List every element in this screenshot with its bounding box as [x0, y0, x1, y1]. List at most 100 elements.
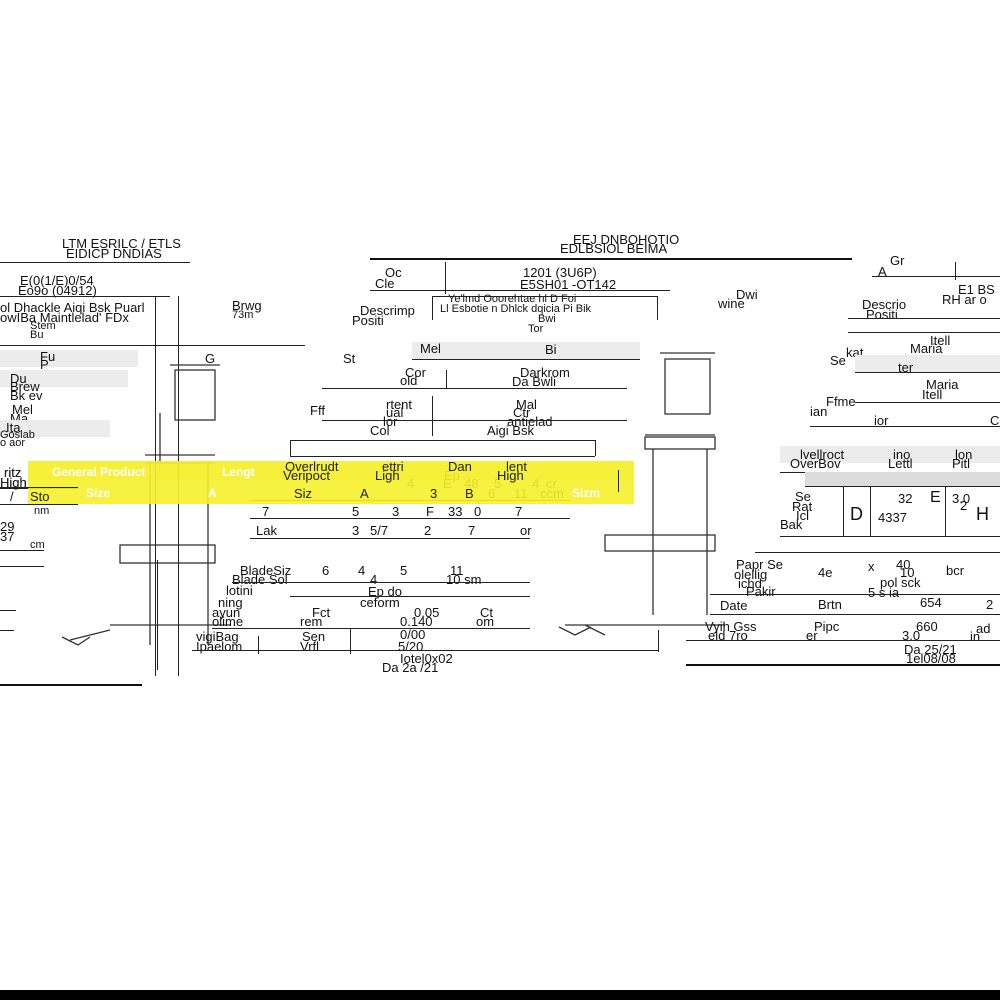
highlight-overlay-text: Sto — [30, 489, 50, 504]
right-cell: Brtn — [818, 597, 842, 612]
center-line: Tor — [528, 323, 544, 335]
center-cell: 0/00 — [400, 627, 426, 642]
right-cell: ichd — [738, 576, 762, 591]
highlight-overlay-text: Ligh — [375, 468, 400, 483]
center-cell: ceform — [360, 595, 400, 610]
center-label: Cle — [375, 276, 395, 291]
center-cell: ayun — [212, 605, 241, 620]
left-row-label: 37 — [0, 529, 15, 544]
center-cell: 33 — [448, 504, 463, 519]
center-cell: Ct — [480, 605, 493, 620]
center-cell: Fct — [312, 605, 331, 620]
highlight-overlay-text: ritz — [4, 465, 22, 480]
right-cell: Pipc — [814, 619, 840, 634]
center-cell: BladeSiz — [240, 563, 292, 578]
center-cell: Ipaelom — [196, 639, 243, 654]
center-line: Ll Esbotie n Dhlck dqicia Pi Bik — [440, 303, 592, 315]
right-cell: Pakir — [746, 584, 776, 599]
center-cell: 0.05 — [414, 605, 440, 620]
right-date: 1el08/08 — [906, 651, 956, 666]
left-row-label: o aor — [0, 437, 26, 449]
right-cell: 10 — [900, 565, 915, 580]
center-cell: Mal — [516, 397, 537, 412]
right-cell: x — [868, 559, 875, 574]
right-cell: eld 7ro — [708, 628, 748, 643]
right-cell: Icl — [796, 508, 809, 523]
center-cell: St — [343, 351, 356, 366]
highlight-overlay-text: Overlrudt — [285, 459, 339, 474]
right-cell: H — [976, 504, 989, 524]
right-cell: Itell — [930, 333, 951, 348]
center-cell: olime — [212, 614, 244, 629]
right-cell: Itell — [922, 387, 943, 402]
right-header: Pitl — [952, 456, 971, 471]
center-cell: Cor — [405, 365, 426, 380]
right-cell: ter — [898, 360, 914, 375]
right-header: lvellroct — [800, 447, 845, 462]
center-cell: 3 — [352, 523, 360, 538]
center-cell: Lak — [256, 523, 277, 538]
center-cell: lor — [383, 414, 398, 429]
right-cell: pol sck — [880, 575, 921, 590]
center-cell: rem — [300, 614, 323, 629]
center-cell: Bi — [545, 342, 557, 357]
center-cell: Col — [370, 423, 390, 438]
highlight-overlay-text: Siz — [294, 486, 313, 501]
center-cell: Sen — [302, 629, 326, 644]
right-cell: 660 — [916, 619, 938, 634]
center-cell: 5/7 — [370, 523, 389, 538]
center-date: Iotel0x02 — [400, 651, 453, 666]
center-cell: 7 — [468, 523, 476, 538]
center-cell: F — [426, 504, 434, 519]
right-cell: E — [930, 489, 941, 506]
right-cell: er — [806, 628, 818, 643]
center-cell: antielad — [507, 414, 553, 429]
right-cell: 3.0 — [952, 491, 971, 506]
left-desc1: ol Dhackle Aiqi Bsk Puarl — [0, 300, 145, 315]
left-code: E(0(1/E)0/54 — [20, 273, 94, 288]
highlight-overlay-text: A — [360, 486, 369, 501]
center-cell: 10 sm — [446, 572, 482, 587]
highlight-label: Lengt — [222, 465, 255, 479]
center-title: EEJ DNBOHOTIO — [573, 232, 680, 247]
left-row-label: cm — [30, 539, 45, 551]
center-cell: old — [400, 373, 418, 388]
right-cell: ior — [874, 413, 889, 428]
left-title: LTM ESRILC / ETLS — [62, 236, 181, 251]
right-header: ino — [893, 447, 911, 462]
center-cell: 11 — [450, 563, 464, 578]
center-cell: 5/20 — [398, 639, 424, 654]
left-row-label: / — [10, 489, 14, 504]
right-cell: Rat — [792, 499, 813, 514]
center-cell: 0 — [474, 504, 482, 519]
highlight-overlay-text: High — [497, 468, 524, 483]
left-sub: Eo9o (04912) — [18, 283, 97, 298]
left-row-label: Fu — [40, 349, 56, 364]
center-positi: Positi — [352, 313, 384, 328]
highlight-overlay-text: lent — [506, 459, 527, 474]
left-row-label: High — [0, 475, 27, 490]
center-cell: 5 — [352, 504, 360, 519]
right-cell: 4e — [818, 565, 833, 580]
right-cell: 2 — [960, 498, 968, 513]
center-cell: ning — [218, 595, 243, 610]
left-row-label: Brew — [10, 379, 40, 394]
right-cell: Vyih Gss — [705, 619, 757, 634]
center-cell: Vrfl — [300, 639, 320, 654]
center-cell: 7 — [515, 504, 523, 519]
center-cell: om — [476, 614, 495, 629]
highlight-label: A — [208, 486, 217, 500]
bottom-black-bar — [0, 990, 1000, 1000]
center-cell: Ep do — [368, 584, 402, 599]
right-cell: Dwi — [736, 287, 758, 302]
center-code2: E5SH01 -OT142 — [520, 277, 617, 292]
right-cell: 5 s ia — [868, 585, 900, 600]
center-cell: 2 — [424, 523, 432, 538]
center-cell: Mel — [420, 341, 441, 356]
right-cell: 2 — [986, 597, 994, 612]
left-subtitle: EIDICP DNDIAS — [66, 246, 162, 261]
center-cell: 3 — [392, 504, 400, 519]
center-cell: 6 — [322, 563, 330, 578]
center-cell: rtent — [386, 397, 413, 412]
chair-drawing-center — [558, 352, 725, 636]
